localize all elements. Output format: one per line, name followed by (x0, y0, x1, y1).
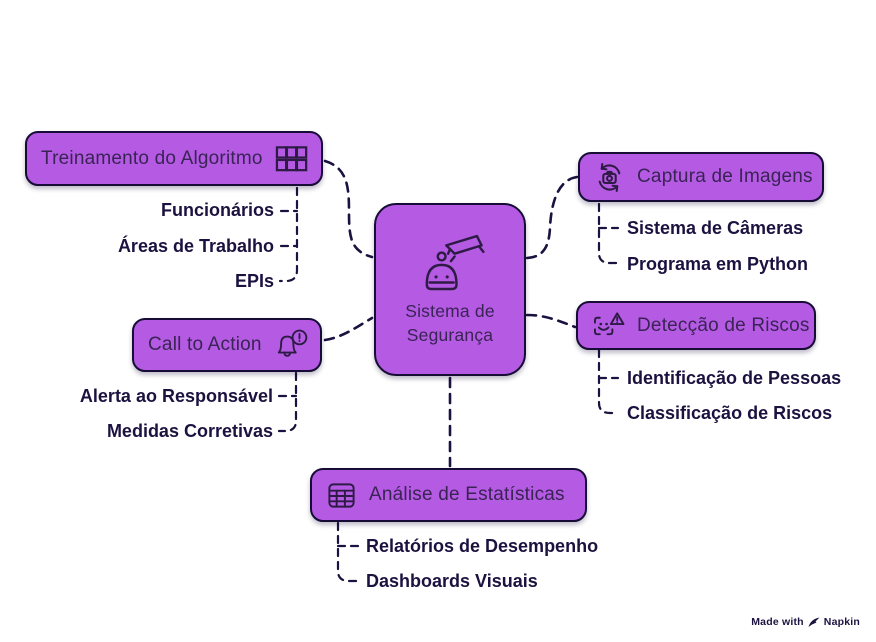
connector-central-to-deteccao (525, 313, 577, 329)
leaf-classificacao-de-riscos[interactable]: Classificação de Riscos (627, 403, 833, 423)
spreadsheet-icon (328, 482, 355, 508)
node-captura-de-imagens[interactable]: Captura de Imagens (578, 152, 824, 202)
node-call-to-action[interactable]: Call to Action (132, 318, 322, 372)
bell-alert-icon (277, 329, 307, 357)
camera-rotate-icon (598, 162, 621, 192)
leaf-alerta-ao-responsavel[interactable]: Alerta ao Responsável (79, 386, 273, 406)
leaf-funcionarios[interactable]: Funcionários (160, 200, 274, 220)
connector-analise-children (336, 521, 360, 583)
robot-security-camera-icon (425, 234, 485, 291)
watermark-prefix: Made with (751, 616, 804, 628)
leaf-identificacao-de-pessoas[interactable]: Identificação de Pessoas (627, 368, 842, 388)
face-scan-warning-icon (594, 312, 625, 336)
branch-label: Treinamento do Algoritmo (41, 147, 263, 169)
connector-central-to-captura (525, 175, 579, 260)
leaf-sistema-de-cameras[interactable]: Sistema de Câmeras (627, 218, 804, 238)
node-deteccao-de-riscos[interactable]: Detecção de Riscos (576, 301, 816, 350)
leaf-medidas-corretivas[interactable]: Medidas Corretivas (106, 421, 273, 441)
leaf-areas-de-trabalho[interactable]: Áreas de Trabalho (117, 236, 274, 256)
branch-label: Call to Action (148, 334, 262, 355)
branch-label: Detecção de Riscos (637, 314, 810, 336)
connector-cta-children (277, 371, 298, 433)
leaf-programa-em-python[interactable]: Programa em Python (627, 254, 809, 274)
watermark-brand: Napkin (823, 616, 860, 628)
connector-treinamento-to-central (323, 159, 374, 259)
node-treinamento-do-algoritmo[interactable]: Treinamento do Algoritmo (25, 131, 323, 186)
grid-table-icon (275, 145, 307, 171)
connector-treinamento-children (278, 186, 299, 283)
connector-captura-children (597, 202, 620, 265)
branch-label: Captura de Imagens (637, 166, 813, 187)
leaf-epis[interactable]: EPIs (234, 271, 274, 291)
leaf-dashboards-visuais[interactable]: Dashboards Visuais (366, 571, 538, 591)
made-with-napkin-link[interactable]: Made with Napkin (751, 616, 860, 628)
pen-nib-icon (808, 617, 820, 627)
node-analise-de-estatisticas[interactable]: Análise de Estatísticas (310, 468, 587, 522)
connector-cta-to-central (323, 316, 374, 342)
node-sistema-de-seguranca[interactable]: Sistema de Segurança (374, 203, 526, 376)
leaf-relatorios-de-desempenho[interactable]: Relatórios de Desempenho (366, 536, 599, 556)
connector-deteccao-children (597, 348, 620, 415)
central-node-label: Sistema de Segurança (405, 300, 495, 345)
branch-label: Análise de Estatísticas (369, 484, 565, 505)
